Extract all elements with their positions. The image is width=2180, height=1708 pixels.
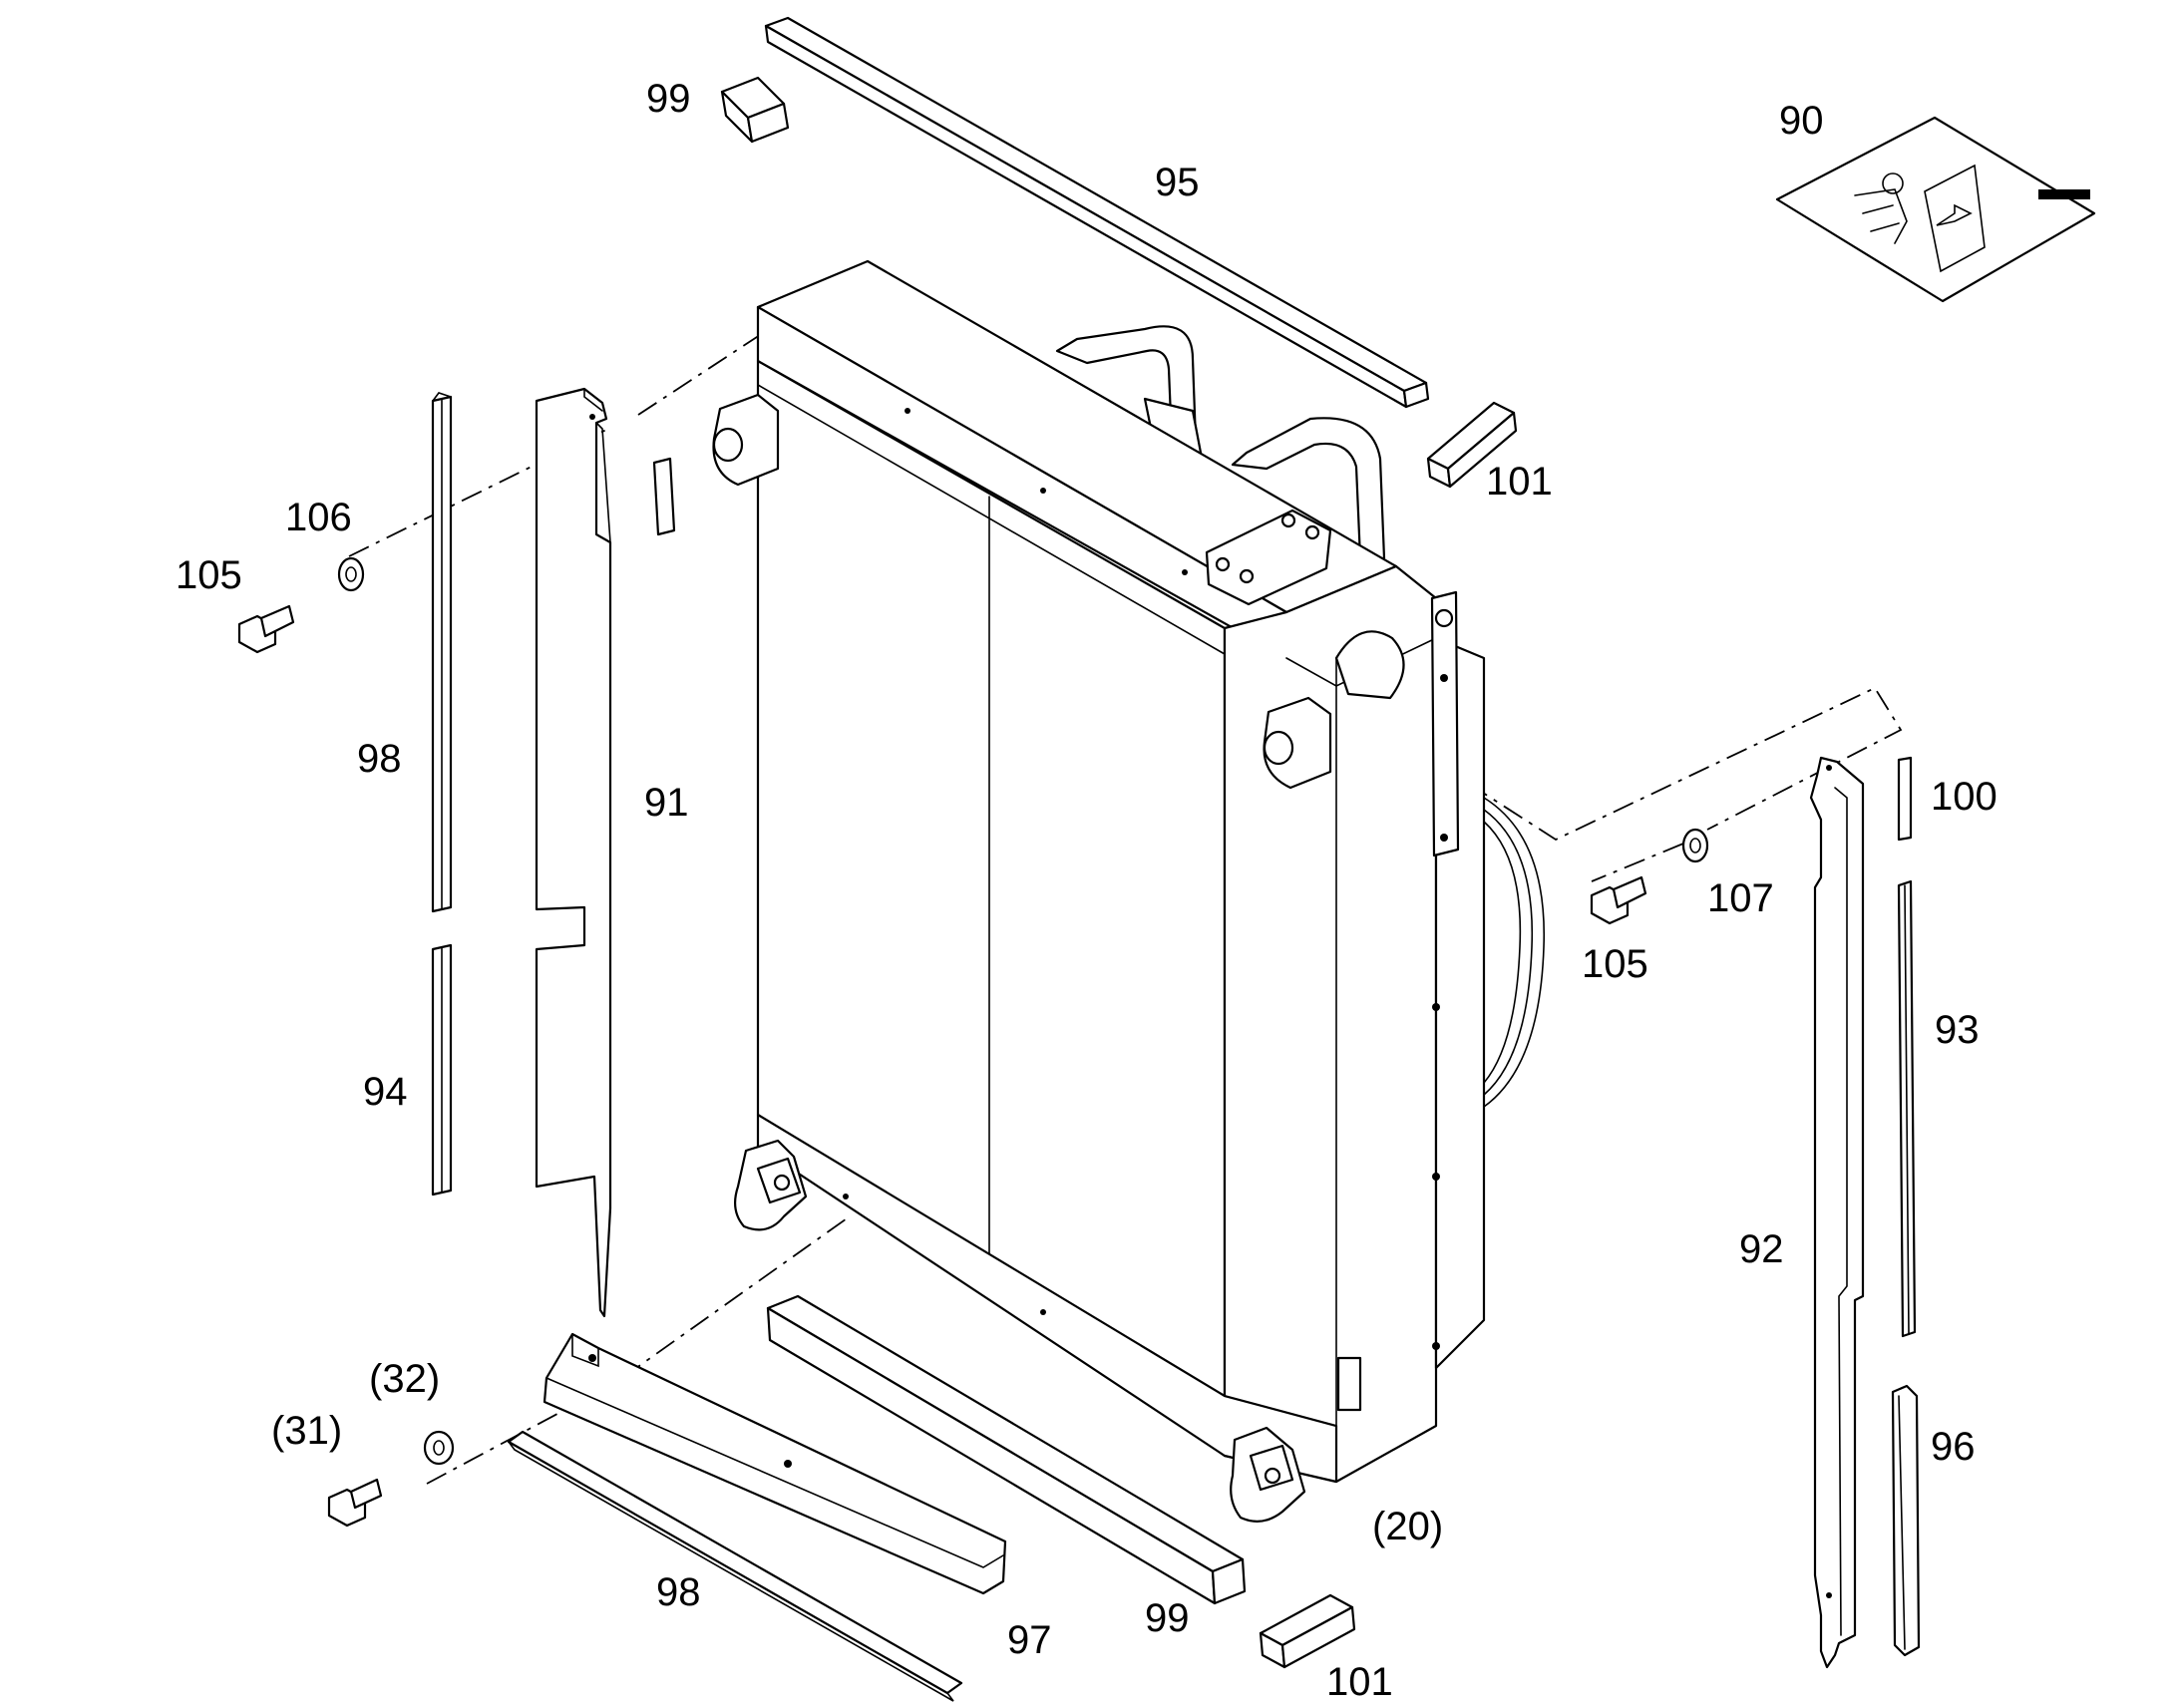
callout-98-left: 98 <box>357 737 402 781</box>
callout-32: (32) <box>369 1357 440 1401</box>
callout-107: 107 <box>1707 876 1774 920</box>
part-97-bottom-bracket <box>543 1332 1007 1595</box>
part-clip-small <box>652 457 676 536</box>
callout-97: 97 <box>1007 1618 1052 1662</box>
callout-90: 90 <box>1779 99 1824 143</box>
part-100-short-strip <box>1897 756 1913 842</box>
part-90-warning-decal <box>1775 116 2096 303</box>
callout-105-right: 105 <box>1582 942 1648 986</box>
radiator-core-assembly <box>712 259 1546 1523</box>
part-95-top-seal-strip <box>764 16 1430 409</box>
part-105-bolt-left <box>237 604 295 654</box>
callout-99-top: 99 <box>646 77 691 121</box>
part-31-bolt <box>327 1478 383 1528</box>
part-106-washer <box>337 556 365 592</box>
part-32-washer <box>423 1430 455 1466</box>
callout-101-bottom: 101 <box>1326 1660 1393 1704</box>
callout-labels: 99 95 90 101 106 105 98 91 94 100 107 10… <box>176 77 1998 1704</box>
leader-right-upper <box>1291 669 1903 882</box>
part-98-seal-strip-bottom <box>507 1430 963 1702</box>
callout-100: 100 <box>1931 775 1998 819</box>
callout-105-left: 105 <box>176 553 242 597</box>
callout-95: 95 <box>1155 161 1200 204</box>
callout-93: 93 <box>1935 1008 1980 1052</box>
part-107-washer <box>1681 828 1709 863</box>
part-105-bolt-right <box>1590 875 1647 925</box>
part-98-seal-strip-left <box>431 392 453 913</box>
callout-99-bottom: 99 <box>1145 1596 1190 1640</box>
callout-98-bottom: 98 <box>656 1570 701 1614</box>
part-99-foam-block-bottom <box>766 1294 1247 1605</box>
part-101-pad-top <box>1426 401 1518 489</box>
callout-92: 92 <box>1739 1227 1784 1271</box>
part-99-foam-block-top <box>720 76 790 144</box>
callout-94: 94 <box>363 1070 408 1114</box>
callout-20: (20) <box>1372 1505 1443 1548</box>
part-92-right-shroud-strip <box>1809 756 1865 1669</box>
callout-106: 106 <box>285 496 352 539</box>
part-91-left-shroud-panel <box>535 387 612 1318</box>
part-101-pad-bottom <box>1259 1593 1356 1669</box>
part-94-seal-strip-lower-left <box>431 943 453 1196</box>
callout-96: 96 <box>1931 1425 1976 1469</box>
part-93-long-strip <box>1897 879 1917 1338</box>
callout-31: (31) <box>271 1409 342 1453</box>
part-96-lower-strip <box>1891 1384 1921 1657</box>
callout-91: 91 <box>644 781 689 825</box>
callout-101-top: 101 <box>1486 460 1553 504</box>
